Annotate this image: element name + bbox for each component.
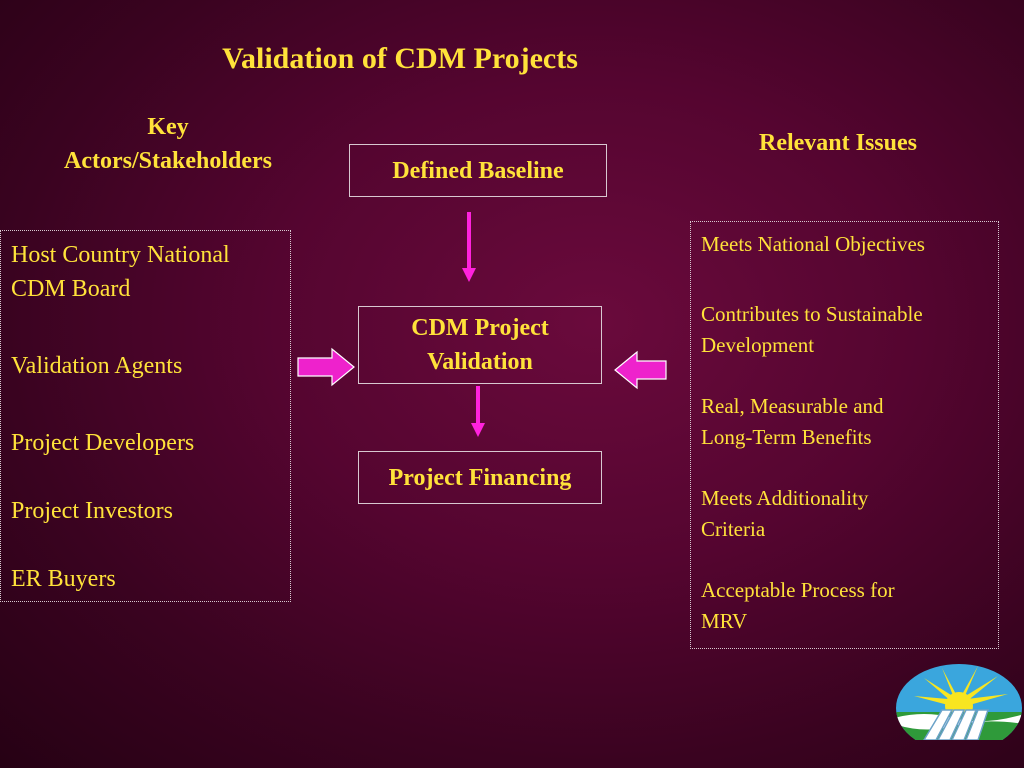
issue-item: Development xyxy=(701,333,815,357)
defined-baseline-box: Defined Baseline xyxy=(349,144,607,197)
actors-box: Host Country National CDM Board Validati… xyxy=(0,230,291,602)
cdm-validation-box: CDM Project Validation xyxy=(358,306,602,384)
arrow-baseline-to-validation xyxy=(462,212,476,282)
sunrise-logo-icon xyxy=(896,664,1022,740)
actor-item: CDM Board xyxy=(11,276,131,302)
actor-item: Project Investors xyxy=(11,498,173,524)
actor-item: Project Developers xyxy=(11,430,195,456)
actor-item: Host Country National xyxy=(11,242,230,268)
actor-item: Validation Agents xyxy=(11,353,183,379)
issues-heading: Relevant Issues xyxy=(758,130,917,156)
actors-heading-line2: Actors/Stakeholders xyxy=(64,148,272,174)
cdm-validation-line1: CDM Project xyxy=(411,315,549,341)
arrow-validation-to-financing xyxy=(471,386,485,437)
issue-item: Contributes to Sustainable xyxy=(701,302,923,326)
page-title: Validation of CDM Projects xyxy=(222,42,578,75)
actors-heading: Key Actors/Stakeholders xyxy=(40,110,296,178)
issue-item: Acceptable Process for xyxy=(701,578,895,602)
actor-item: ER Buyers xyxy=(11,566,116,592)
project-financing-box: Project Financing xyxy=(358,451,602,504)
issue-item: Real, Measurable and xyxy=(701,394,884,418)
issue-item: Meets Additionality xyxy=(701,486,869,510)
actors-heading-line1: Key xyxy=(147,114,189,140)
issue-item: Meets National Objectives xyxy=(701,232,925,256)
issue-item: Criteria xyxy=(701,517,766,541)
arrow-actors-to-validation xyxy=(297,347,355,387)
issue-item: Long-Term Benefits xyxy=(701,425,872,449)
cdm-validation-line2: Validation xyxy=(427,349,533,375)
issue-item: MRV xyxy=(701,609,748,633)
issues-box: Meets National Objectives Contributes to… xyxy=(690,221,999,649)
arrow-issues-to-validation xyxy=(614,350,667,390)
